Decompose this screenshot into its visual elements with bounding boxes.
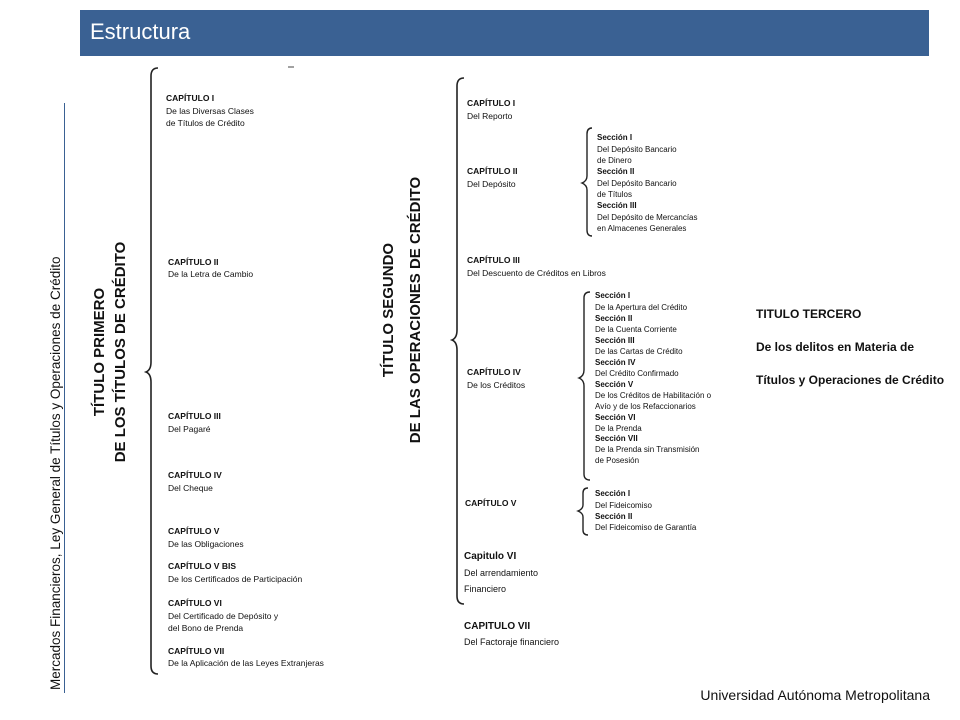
ts-cap4-sec3-desc1: De las Cartas de Crédito bbox=[595, 347, 683, 356]
ts-cap4-sec6-desc1: De la Prenda bbox=[595, 424, 642, 433]
tp-cap-1-desc-1: De las Diversas Clases bbox=[166, 106, 254, 116]
ts-cap5-sec1-desc1: Del Fideicomiso bbox=[595, 501, 652, 510]
titulo-tercero-line2: De los delitos en Materia de bbox=[756, 340, 914, 354]
ts-cap4-sec7-desc2: de Posesión bbox=[595, 456, 639, 465]
ts-cap4-sec2-name: Sección II bbox=[595, 314, 632, 323]
ts-cap-1-name: CAPÍTULO I bbox=[467, 98, 515, 108]
titulo-primero-capitulos: CAPÍTULO I De las Diversas Clases de Tít… bbox=[166, 93, 324, 668]
tp-cap-3-name: CAPÍTULO III bbox=[168, 411, 221, 421]
ts-cap4-sec7-name: Sección VII bbox=[595, 434, 638, 443]
tp-cap-1-name: CAPÍTULO I bbox=[166, 93, 214, 103]
ts-cap2-sec3-desc1: Del Depósito de Mercancías bbox=[597, 213, 698, 222]
ts-cap-2-desc-1: Del Depósito bbox=[467, 179, 516, 189]
ts-cap-6-desc-2: Financiero bbox=[464, 584, 506, 594]
ts-cap-6-name: Capitulo VI bbox=[464, 551, 516, 562]
tp-cap-2-desc-1: De la Letra de Cambio bbox=[168, 269, 253, 279]
ts-cap4-sec2-desc1: De la Cuenta Corriente bbox=[595, 325, 677, 334]
side-divider bbox=[64, 103, 65, 693]
tp-cap-7-name: CAPÍTULO VI bbox=[168, 598, 222, 608]
ts-cap2-sec3-name: Sección III bbox=[597, 201, 637, 210]
title-bar: Estructura bbox=[80, 10, 929, 56]
ts-cap-4-desc-1: De los Créditos bbox=[467, 380, 525, 390]
ts-cap2-sec2-name: Sección II bbox=[597, 167, 634, 176]
ts-cap5-sec2-desc1: Del Fideicomiso de Garantía bbox=[595, 523, 697, 532]
tp-cap-7-desc-1: Del Certificado de Depósito y bbox=[168, 611, 279, 621]
ts-cap2-sec1-name: Sección I bbox=[597, 133, 632, 142]
ts-cap4-sec5-name: Sección V bbox=[595, 380, 634, 389]
tp-cap-4-name: CAPÍTULO IV bbox=[168, 470, 222, 480]
ts-cap-7-name: CAPITULO VII bbox=[464, 621, 530, 632]
tp-cap-5-desc-1: De las Obligaciones bbox=[168, 539, 244, 549]
ts-cap2-sec1-desc2: de Dinero bbox=[597, 156, 632, 165]
ts-cap4-sec7-desc1: De la Prenda sin Transmisión bbox=[595, 445, 700, 454]
ts-cap4-secciones: Sección I De la Apertura del Crédito Sec… bbox=[595, 291, 712, 465]
ts-cap2-sec2-desc2: de Títulos bbox=[597, 190, 632, 199]
titulo-primero-line1: TÍTULO PRIMERO bbox=[91, 288, 108, 417]
titulo-segundo-line1: TÍTULO SEGUNDO bbox=[380, 243, 397, 377]
ts-cap5-sec2-name: Sección II bbox=[595, 512, 632, 521]
tp-cap-3-desc-1: Del Pagaré bbox=[168, 424, 211, 434]
ts-cap-3-desc-1: Del Descuento de Créditos en Libros bbox=[467, 268, 606, 278]
titulo-tercero-line3: Títulos y Operaciones de Crédito bbox=[756, 373, 944, 387]
ts-cap-6-desc-1: Del arrendamiento bbox=[464, 568, 538, 578]
ts-cap-7-desc-1: Del Factoraje financiero bbox=[464, 637, 559, 647]
ts-cap4-sec1-desc1: De la Apertura del Crédito bbox=[595, 303, 688, 312]
ts-cap4-sec3-name: Sección III bbox=[595, 336, 635, 345]
tp-cap-4-desc-1: Del Cheque bbox=[168, 483, 213, 493]
tp-cap-6-name: CAPÍTULO V BIS bbox=[168, 561, 236, 571]
ts-cap4-sec5-desc1: De los Créditos de Habilitación o bbox=[595, 391, 712, 400]
ts-cap4-sec1-name: Sección I bbox=[595, 291, 630, 300]
tp-cap-7-desc-2: del Bono de Prenda bbox=[168, 623, 243, 633]
tp-cap-2-name: CAPÍTULO II bbox=[168, 257, 219, 267]
titulo-segundo-brace bbox=[449, 77, 465, 605]
tp-cap-1-desc-2: de Títulos de Crédito bbox=[166, 118, 245, 128]
ts-cap5-secciones-brace bbox=[576, 487, 589, 536]
ts-cap-5-name: CAPÍTULO V bbox=[465, 498, 517, 508]
titulo-segundo-capitulos: CAPÍTULO I Del Reporto CAPÍTULO II Del D… bbox=[464, 98, 606, 647]
ts-cap2-secciones-brace bbox=[580, 127, 593, 237]
ts-cap-3-name: CAPÍTULO III bbox=[467, 255, 520, 265]
titulo-primero-brace bbox=[143, 67, 159, 675]
ts-cap2-secciones: Sección I Del Depósito Bancario de Diner… bbox=[597, 133, 698, 233]
tp-cap-6-desc-1: De los Certificados de Participación bbox=[168, 574, 302, 584]
page-title: Estructura bbox=[90, 19, 191, 44]
ts-cap4-sec4-desc1: Del Crédito Confirmado bbox=[595, 369, 679, 378]
titulo-primero-line2: DE LOS TÍTULOS DE CRÉDITO bbox=[112, 241, 129, 462]
ts-cap-2-name: CAPÍTULO II bbox=[467, 166, 518, 176]
ts-cap2-sec2-desc1: Del Depósito Bancario bbox=[597, 179, 677, 188]
titulo-tercero: TITULO TERCERO De los delitos en Materia… bbox=[756, 307, 944, 387]
titulo-tercero-line1: TITULO TERCERO bbox=[756, 307, 861, 321]
tp-cap-5-name: CAPÍTULO V bbox=[168, 526, 220, 536]
tp-cap-8-name: CAPÍTULO VII bbox=[168, 646, 224, 656]
titulo-segundo-line2: DE LAS OPERACIONES DE CRÉDITO bbox=[407, 176, 424, 443]
tp-cap-8-desc-1: De la Aplicación de las Leyes Extranjera… bbox=[168, 658, 324, 668]
ts-cap4-sec6-name: Sección VI bbox=[595, 413, 635, 422]
ts-cap-4-name: CAPÍTULO IV bbox=[467, 367, 521, 377]
ts-cap-1-desc-1: Del Reporto bbox=[467, 111, 513, 121]
ts-cap2-sec3-desc2: en Almacenes Generales bbox=[597, 224, 686, 233]
ts-cap4-secciones-brace bbox=[577, 291, 591, 481]
ts-cap5-sec1-name: Sección I bbox=[595, 489, 630, 498]
footer-institution: Universidad Autónoma Metropolitana bbox=[700, 687, 930, 703]
ts-cap2-sec1-desc1: Del Depósito Bancario bbox=[597, 145, 677, 154]
ts-cap4-sec4-name: Sección IV bbox=[595, 358, 636, 367]
ts-cap5-secciones: Sección I Del Fideicomiso Sección II Del… bbox=[595, 489, 697, 532]
ts-cap4-sec5-desc2: Avío y de los Refaccionarios bbox=[595, 402, 696, 411]
